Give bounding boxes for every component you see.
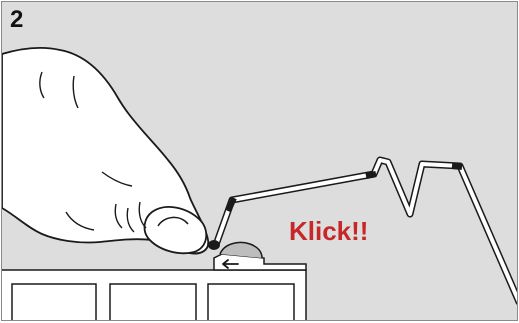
click-callout: Klick!!	[289, 218, 368, 244]
latch-icon	[214, 242, 306, 270]
step-number: 2	[10, 8, 23, 32]
hand-icon	[2, 48, 220, 254]
base-panel	[2, 270, 306, 321]
